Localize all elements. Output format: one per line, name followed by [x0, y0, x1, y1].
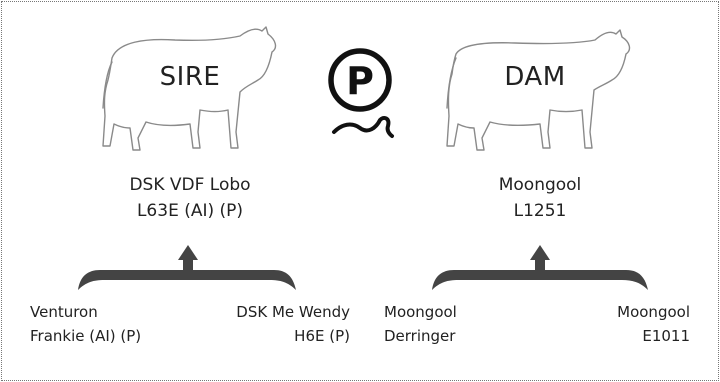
dam-name-line2: L1251	[513, 201, 567, 221]
sire-name-line2: L63E (AI) (P)	[136, 201, 244, 221]
dam-dam-line2: E1011	[642, 327, 690, 345]
dam-dam: Moongool E1011	[617, 300, 690, 348]
polled-letter: P	[346, 59, 374, 103]
sire-name-line1: DSK VDF Lobo	[129, 175, 251, 195]
dam-label: DAM	[504, 62, 566, 92]
sire-sire: Venturon Frankie (AI) (P)	[30, 300, 141, 348]
sire-label: SIRE	[159, 62, 221, 92]
dam-dam-line1: Moongool	[617, 303, 690, 321]
sire-dam-line2: H6E (P)	[294, 327, 350, 345]
sire-dam: DSK Me Wendy H6E (P)	[236, 300, 350, 348]
polled-icon: P	[328, 48, 394, 138]
dam-sire-line1: Moongool	[384, 303, 457, 321]
sire-name: DSK VDF Lobo L63E (AI) (P)	[129, 172, 250, 224]
dam-name: Moongool L1251	[499, 172, 582, 224]
sire-sire-line2: Frankie (AI) (P)	[30, 327, 142, 345]
dam-sire: Moongool Derringer	[384, 300, 457, 348]
dam-parent-bracket	[432, 245, 648, 290]
sire-sire-line1: Venturon	[30, 303, 98, 321]
dam-sire-line2: Derringer	[384, 327, 456, 345]
sire-parent-bracket	[78, 245, 296, 290]
sire-bull-outline	[102, 26, 277, 151]
dam-name-line1: Moongool	[498, 175, 582, 195]
dam-cow-outline	[446, 29, 631, 151]
sire-dam-line1: DSK Me Wendy	[236, 303, 350, 321]
